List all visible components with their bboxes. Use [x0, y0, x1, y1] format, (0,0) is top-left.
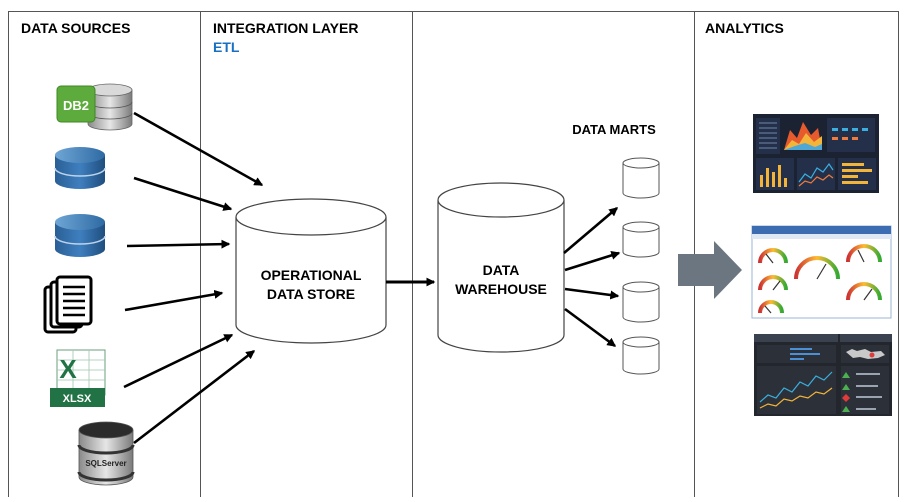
data-mart-cylinder-4 — [622, 336, 660, 375]
data-mart-cylinder-2 — [622, 221, 660, 258]
db2-label: DB2 — [63, 98, 89, 113]
xlsx-label: XLSX — [63, 393, 92, 405]
warehouse-label-line1: DATA — [483, 262, 520, 278]
ods-label-line1: OPERATIONAL — [261, 267, 362, 283]
documents-icon — [43, 275, 93, 334]
dashboard-thumbnail-2 — [751, 225, 892, 319]
database-icon-1 — [54, 147, 106, 189]
database-icon-2 — [54, 214, 106, 257]
warehouse-label-line2: WAREHOUSE — [455, 281, 547, 297]
svg-text:X: X — [59, 354, 77, 384]
analytics-header: ANALYTICS — [705, 20, 784, 36]
data-sources-header: DATA SOURCES — [21, 20, 131, 36]
sql-server-label: SQLServer — [85, 459, 126, 468]
xlsx-file-icon: X XLSX — [50, 349, 106, 407]
column-dividers — [8, 11, 899, 497]
ods-label-line2: DATA STORE — [267, 286, 355, 302]
data-mart-cylinder-3 — [622, 281, 660, 323]
sql-server-icon: SQLServer — [77, 421, 135, 486]
source-to-ods-arrows — [123, 111, 264, 445]
etl-label: ETL — [213, 39, 240, 55]
data-marts-label: DATA MARTS — [572, 122, 656, 137]
data-warehouse-cylinder: DATA WAREHOUSE — [437, 182, 565, 353]
dashboard-thumbnail-3 — [754, 334, 892, 416]
dashboard-thumbnail-1 — [753, 114, 879, 193]
warehouse-to-marts-arrows — [563, 207, 621, 348]
analytics-arrow — [678, 241, 742, 299]
data-mart-cylinder-1 — [622, 157, 660, 199]
db2-database-icon: DB2 — [56, 83, 133, 131]
integration-layer-header: INTEGRATION LAYER — [213, 20, 359, 36]
operational-data-store-cylinder: OPERATIONAL DATA STORE — [235, 198, 387, 344]
